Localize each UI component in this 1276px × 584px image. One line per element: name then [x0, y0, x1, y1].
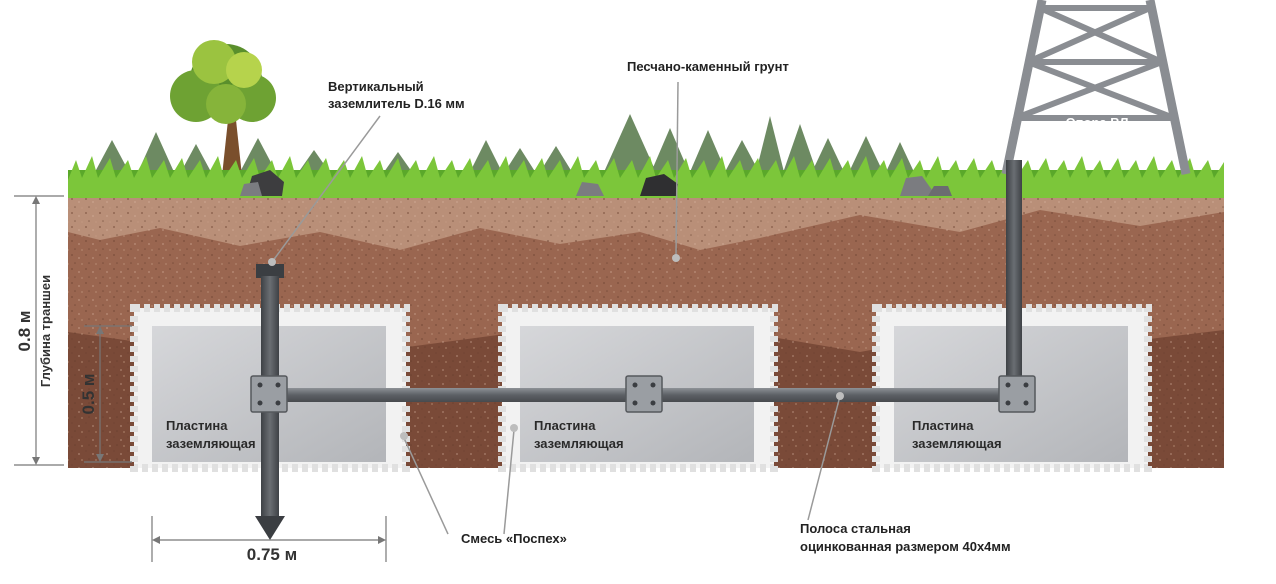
forest-background [96, 114, 914, 172]
vertical-electrode-label-line2: заземлитель D.16 мм [328, 96, 465, 111]
strip-label-line1: Полоса стальная [800, 521, 911, 536]
power-line-tower [1001, 0, 1191, 175]
clamp-1 [250, 375, 288, 413]
callout-dots [268, 254, 844, 440]
callout-lines [271, 81, 841, 535]
clamp-2 [625, 375, 663, 413]
trench-depth-value: 0.8 м [15, 311, 34, 352]
dimension-lines [14, 195, 387, 562]
plate-width-value: 0.75 м [247, 545, 297, 564]
strip-label-line2: оцинкованная размером 40х4мм [800, 539, 1011, 554]
tower-ground-pipe [1006, 160, 1022, 390]
plate-2-label-line2: заземляющая [534, 436, 624, 451]
soil-label: Песчано-каменный грунт [627, 59, 789, 74]
plate-2-label-line1: Пластина [534, 418, 596, 433]
plate-3-label-line1: Пластина [912, 418, 974, 433]
plate-height-value: 0.5 м [79, 374, 98, 415]
tree-icon [170, 40, 276, 176]
tower-label: Опора ВЛ [1066, 115, 1129, 130]
plate-1-label-line1: Пластина [166, 418, 228, 433]
mix-label: Смесь «Поспех» [461, 531, 567, 546]
clamp-3 [998, 375, 1036, 413]
plate-1-label-line2: заземляющая [166, 436, 256, 451]
rocks [240, 170, 952, 196]
plate-3-label-line2: заземляющая [912, 436, 1002, 451]
trench-depth-label: Глубина траншеи [38, 275, 53, 387]
vertical-electrode-label-line1: Вертикальный [328, 79, 424, 94]
